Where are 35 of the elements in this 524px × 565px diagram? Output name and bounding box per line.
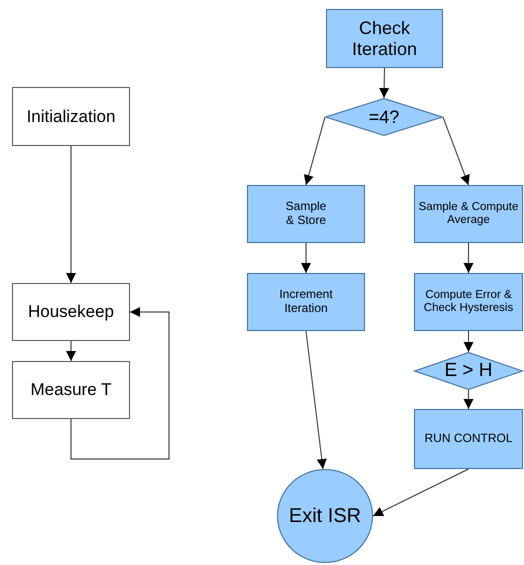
arrow — [301, 242, 311, 274]
node-label: Compute Error & Check Hysteresis — [422, 288, 514, 316]
arrow — [372, 468, 469, 516]
node-label: Housekeep — [26, 302, 115, 322]
process-box — [12, 87, 130, 146]
node-label: Measure T — [30, 380, 112, 400]
node-label: Check Iteration — [350, 18, 418, 60]
node-label: Sample & Compute Average — [418, 200, 520, 228]
arrow — [66, 146, 76, 284]
decision-diamond — [325, 98, 443, 136]
process-box — [414, 409, 523, 469]
arrow — [464, 242, 474, 274]
arrow — [70, 307, 170, 460]
node-label: Initialization — [26, 106, 116, 126]
arrow — [306, 330, 327, 470]
process-box — [414, 185, 523, 243]
process-box — [414, 273, 523, 331]
process-box — [12, 361, 130, 419]
arrow — [66, 340, 76, 362]
process-box — [247, 273, 365, 331]
node-label: E > H — [443, 360, 494, 382]
node-label: RUN CONTROL — [423, 432, 514, 446]
arrow — [379, 68, 390, 98]
node-label: =4? — [368, 106, 400, 128]
process-box — [12, 283, 130, 341]
process-box — [247, 185, 365, 243]
node-label: Exit ISR — [288, 504, 362, 528]
process-box — [326, 9, 443, 68]
arrow — [304, 116, 326, 186]
node-label: Increment Iteration — [278, 288, 334, 316]
arrow — [464, 390, 474, 410]
arrow — [464, 330, 474, 352]
node-label: Sample & Store — [284, 200, 328, 228]
decision-diamond — [414, 352, 523, 390]
arrow — [442, 116, 470, 186]
